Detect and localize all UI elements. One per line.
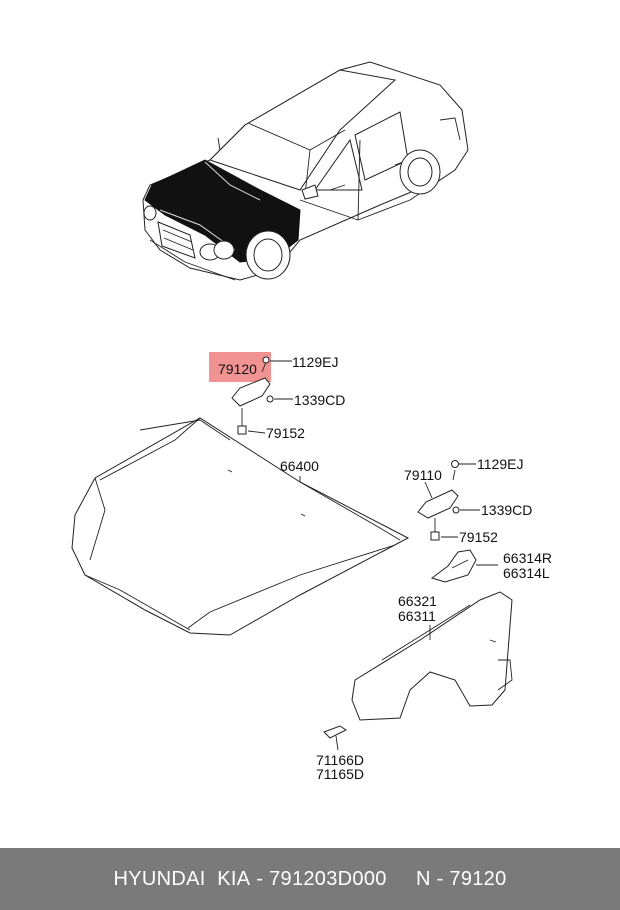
footer-sep-1: - — [250, 867, 270, 890]
callout-hinge-left: 79120 — [218, 361, 257, 377]
hood-panel — [71, 417, 410, 636]
footer-ref-prefix: N — [415, 867, 431, 890]
footer-sep-2: - — [430, 867, 450, 890]
callout-bracket-r: 66314R — [503, 550, 552, 566]
callout-bolt-left-bottom: 79152 — [266, 425, 305, 441]
footer-brand: HYUNDAI KIA — [113, 867, 251, 890]
callout-bolt-right-top: 1129EJ — [477, 456, 523, 472]
callout-nut-right: 1339CD — [481, 502, 532, 518]
callout-clip-a: 71166D — [316, 752, 364, 768]
callout-clip-b: 71165D — [316, 766, 364, 782]
callout-hinge-right: 79110 — [404, 467, 442, 483]
hinge-left-group — [209, 352, 293, 435]
fender-group — [351, 591, 513, 721]
car-illustration — [142, 61, 469, 281]
hinge-right-group — [417, 460, 480, 541]
parts-diagram: 79120 1129EJ 1339CD 79152 66400 79110 11… — [71, 61, 552, 782]
callout-fender-b: 66311 — [398, 608, 436, 624]
footer-bar: HYUNDAI KIA - 791203D000 N - 79120 — [0, 848, 620, 910]
footer-part-number: 791203D000 — [269, 867, 387, 890]
footer-ref-number: 79120 — [449, 867, 507, 890]
footer-gap — [387, 868, 416, 891]
callout-bracket-l: 66314L — [503, 565, 550, 581]
callout-fender-a: 66321 — [398, 593, 437, 609]
clip-group — [323, 725, 347, 751]
highlight-box — [209, 352, 271, 382]
bracket-group — [430, 549, 498, 583]
callout-bolt-right-bottom: 79152 — [459, 529, 498, 545]
callout-nut-left: 1339CD — [294, 392, 345, 408]
callout-hood: 66400 — [280, 458, 319, 474]
callout-bolt-left-top: 1129EJ — [292, 354, 338, 370]
